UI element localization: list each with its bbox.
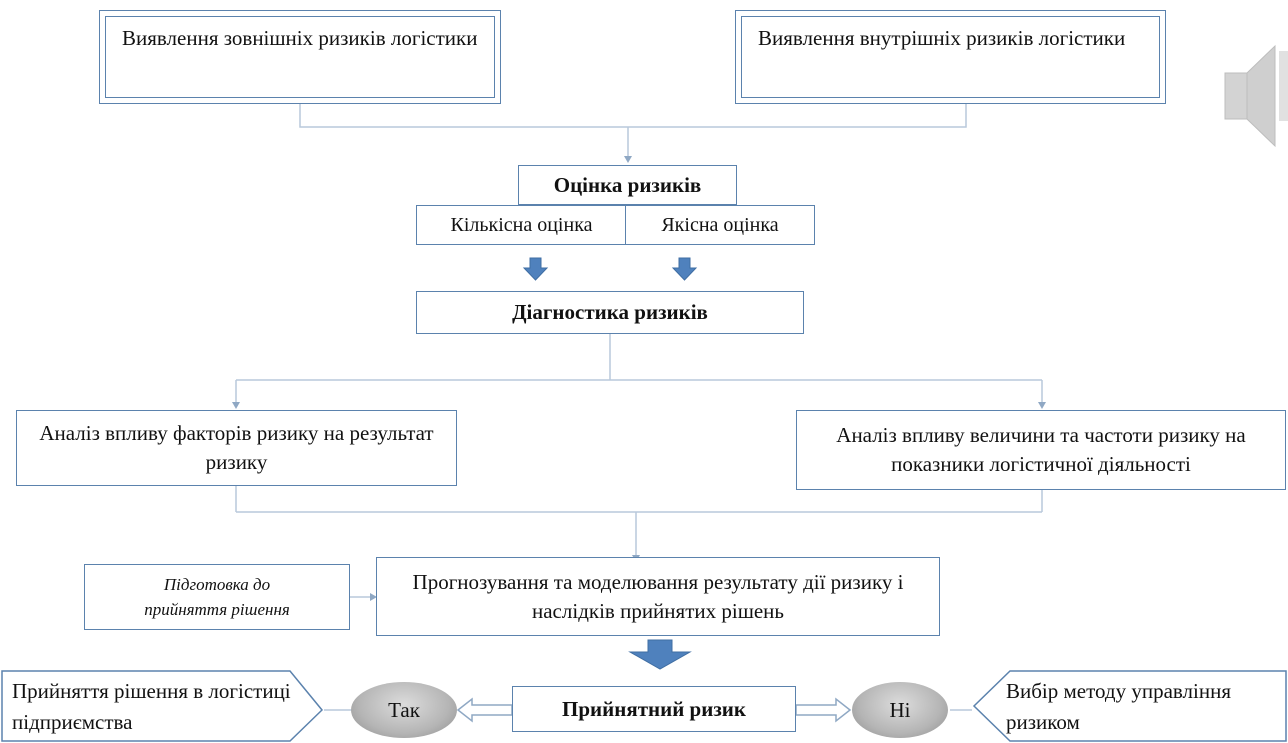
decision-preparation-label: Підготовка до прийняття рішення [144,575,290,619]
acceptable-risk-box: Прийнятний ризик [512,686,796,732]
method-choice-label: Вибір методу управління ризиком [1006,679,1232,734]
risk-assessment-label: Оцінка ризиків [553,172,702,197]
risk-diagnostics-label: Діагностика ризиків [512,300,708,324]
magnitude-analysis-box: Аналіз впливу величини та частоти ризику… [796,410,1286,490]
risk-assessment-box: Оцінка ризиків [518,165,737,205]
yes-label: Так [388,697,420,722]
method-choice-shape [972,670,1287,742]
yes-oval: Так [351,682,457,738]
external-risks-label: Виявлення зовнішніх ризиків логістики [105,16,495,98]
decision-label: Прийняття рішення в логістиці підприємст… [12,679,291,734]
internal-risks-label: Виявлення внутрішніх ризиків логістики [741,16,1160,98]
magnitude-analysis-label: Аналіз впливу величини та частоти ризику… [836,423,1246,476]
risk-diagnostics-box: Діагностика ризиків [416,291,804,334]
right-hollow-arrow [795,697,852,723]
left-hollow-arrow [456,697,513,723]
speaker-icon [1224,44,1288,148]
factor-analysis-label: Аналіз впливу факторів ризику на результ… [39,421,434,474]
down-arrow-right [671,257,698,281]
decision-shape [1,670,324,742]
acceptable-risk-label: Прийнятний ризик [562,696,746,721]
factor-analysis-box: Аналіз впливу факторів ризику на результ… [16,410,457,486]
decision-preparation-box: Підготовка до прийняття рішення [84,564,350,630]
internal-risks-box: Виявлення внутрішніх ризиків логістики [735,10,1166,104]
quantitative-assessment-label: Кількісна оцінка [450,213,593,236]
external-risks-box: Виявлення зовнішніх ризиків логістики [99,10,501,104]
quantitative-assessment-box: Кількісна оцінка [416,205,627,245]
down-arrow-large [628,639,692,670]
down-arrow-left [522,257,549,281]
qualitative-assessment-box: Якісна оцінка [625,205,815,245]
forecasting-label: Прогнозування та моделювання результату … [412,569,904,623]
forecasting-box: Прогнозування та моделювання результату … [376,557,940,636]
qualitative-assessment-label: Якісна оцінка [661,213,779,236]
no-oval: Ні [852,682,948,738]
no-label: Ні [889,697,911,722]
